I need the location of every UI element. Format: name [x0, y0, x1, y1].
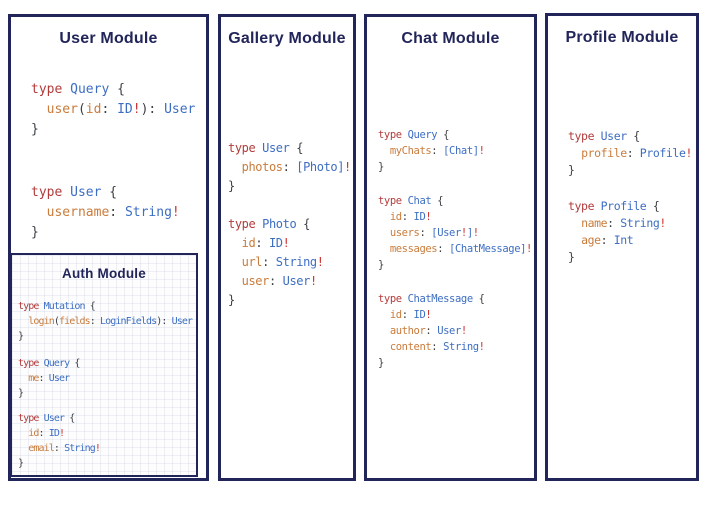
code-block: type User { id: ID! email: String! } [18, 413, 101, 469]
code-block: type Profile { name: String! age: Int } [568, 199, 666, 264]
code-block: type Query { user(id: ID!): User } [31, 82, 196, 137]
profile-module-code: type User { profile: Profile! } type Prof… [548, 128, 696, 266]
chat-module-title: Chat Module [401, 30, 500, 47]
code-block: type User { profile: Profile! } [568, 129, 692, 177]
gallery-module-title: Gallery Module [228, 30, 346, 47]
code-block: type Photo { id: ID! url: String! user: … [228, 217, 324, 307]
user-module-code: type Query { user(id: ID!): User } type U… [11, 80, 206, 243]
gallery-module-code: type User { photos: [Photo]! } type Photo… [221, 139, 353, 310]
code-block: type Query { me: User } [18, 358, 80, 399]
chat-module-code: type Query { myChats: [Chat]! } type Chat… [367, 127, 534, 371]
user-module-title: User Module [59, 30, 158, 47]
panel-chat-module: Chat Module type Query { myChats: [Chat]… [364, 14, 537, 481]
code-block: type User { photos: [Photo]! } [228, 141, 351, 193]
panel-gallery-module: Gallery Module type User { photos: [Phot… [218, 14, 356, 481]
panel-profile-module: Profile Module type User { profile: Prof… [545, 13, 699, 481]
code-block: type User { username: String! } [31, 185, 180, 240]
code-block: type Chat { id: ID! users: [User!]! mess… [378, 195, 532, 271]
profile-module-title: Profile Module [565, 29, 679, 46]
panel-auth-module: Auth Module type Mutation { login(fields… [10, 253, 198, 477]
code-block: type Mutation { login(fields: LoginField… [18, 301, 193, 342]
code-block: type Query { myChats: [Chat]! } [378, 129, 485, 173]
auth-module-code: type Mutation { login(fields: LoginField… [12, 299, 196, 471]
auth-module-title: Auth Module [62, 266, 146, 281]
code-block: type ChatMessage { id: ID! author: User!… [378, 293, 485, 369]
